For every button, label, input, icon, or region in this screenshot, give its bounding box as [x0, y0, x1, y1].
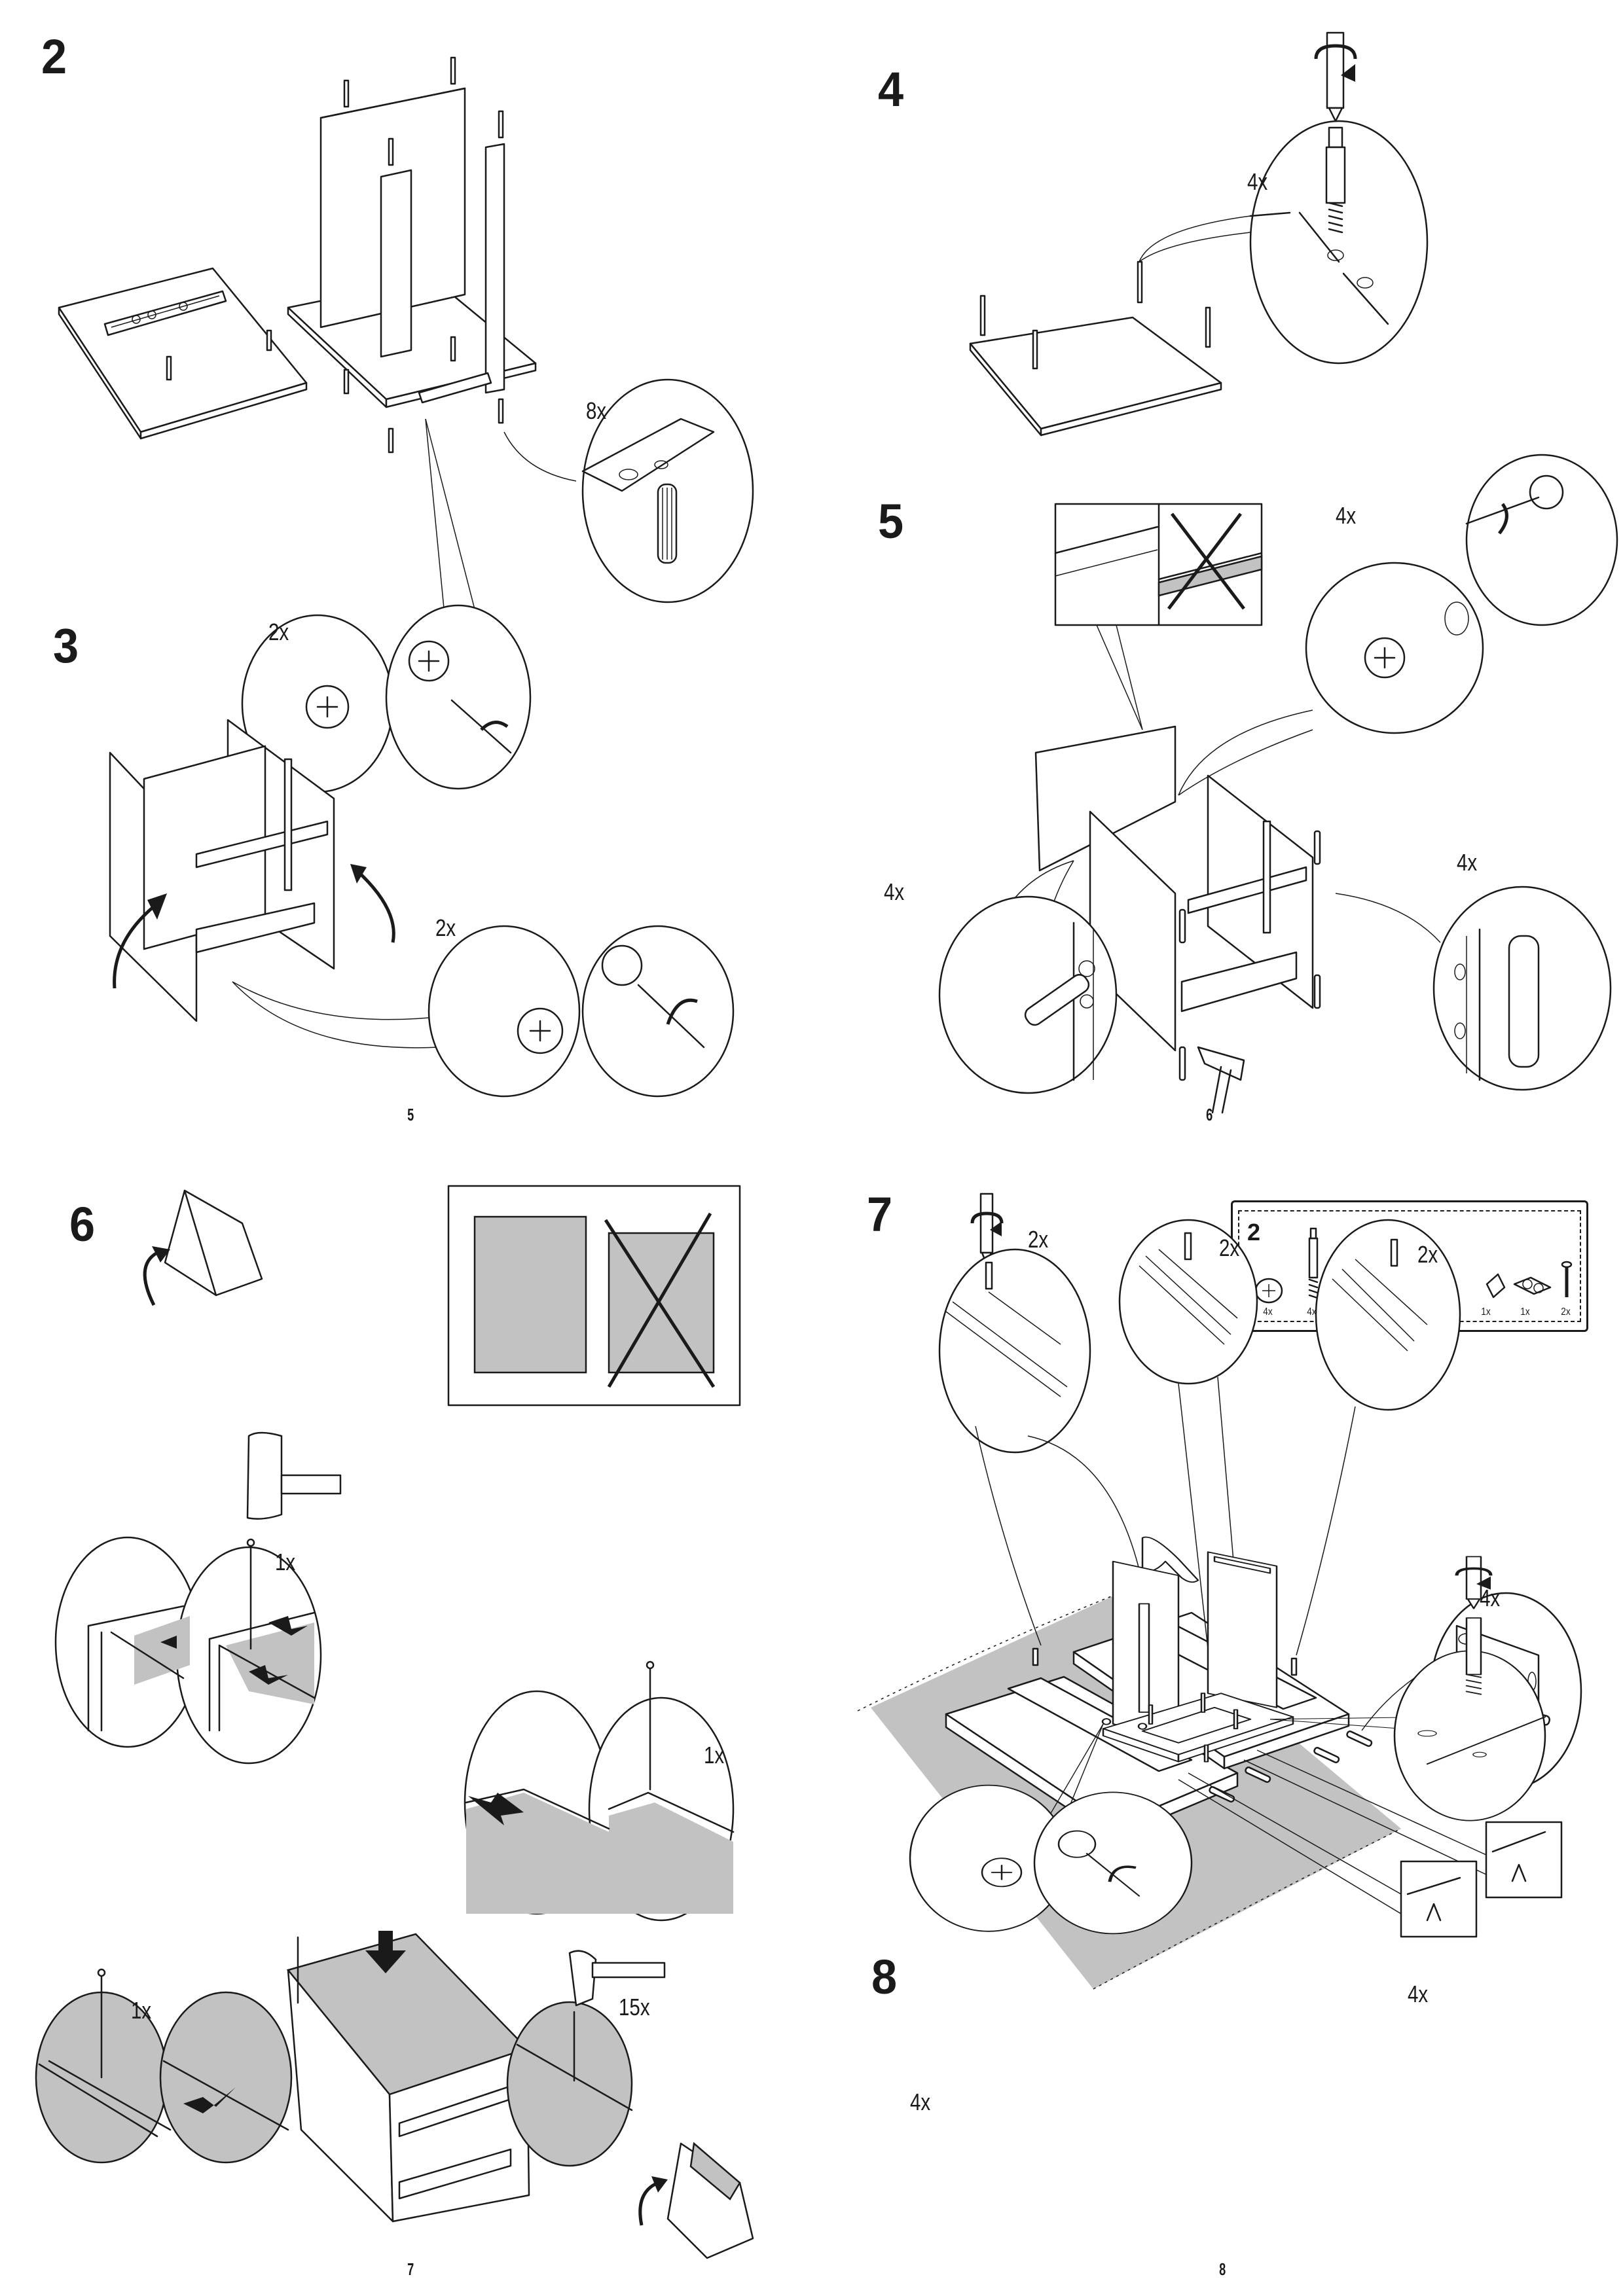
drawer-runner-icon [1313, 830, 1321, 865]
page-5: 2 8x 2x [0, 0, 811, 1148]
step-number-7: 7 [867, 1187, 893, 1242]
drawer-front-panel [1207, 1551, 1278, 1708]
down-arrow-icon [365, 1931, 406, 1973]
step-6-qty-nail-3: 1x [131, 1997, 152, 2024]
page-6: 4 4x 5 [812, 0, 1623, 1148]
wooden-dowel-icon [1024, 974, 1090, 1026]
hw-qty-5: 1x [1481, 1306, 1491, 1318]
step-number-5: 5 [878, 494, 904, 548]
page-number: 6 [1206, 1105, 1213, 1124]
step-number-3: 3 [53, 619, 79, 673]
step-number-6: 6 [69, 1197, 96, 1251]
nail-detail-circle-2 [159, 1991, 293, 2164]
step-6-qty-nail-1: 1x [275, 1549, 296, 1575]
page-number: 8 [1219, 2259, 1226, 2279]
step-6-qty-nail-2: 1x [704, 1742, 725, 1768]
incorrect-cross-icon [604, 1219, 716, 1388]
screwdriver-icon [450, 699, 512, 754]
back-panel [1034, 725, 1176, 872]
side-panel-left [1089, 810, 1176, 1052]
cam-lock-detail-circle [428, 925, 581, 1098]
dowel-detail-circle [938, 895, 1118, 1094]
step-5-illustration [938, 454, 1618, 1114]
step-4-illustration [969, 31, 1429, 437]
step-6-qty-nail-15: 15x [619, 1994, 650, 2020]
page-number: 5 [407, 1105, 414, 1124]
page-7: 6 [0, 1148, 811, 2296]
hw-qty-7: 2x [1561, 1306, 1571, 1318]
page-number: 7 [407, 2259, 414, 2279]
step-2-illustration [58, 56, 754, 793]
cam-lock-icon [1254, 1278, 1283, 1304]
hw-qty-6: 1x [1520, 1306, 1530, 1318]
cam-bolt-icon [1308, 1227, 1319, 1299]
step-8-qty-cam-locks: 4x [910, 2089, 931, 2115]
hw-qty-0: 4x [1263, 1306, 1273, 1318]
step-6-illustration [35, 1185, 754, 2259]
edge-detail-box-2 [1400, 1860, 1478, 1938]
correct-panel [473, 1215, 587, 1374]
step-7-qty-screws-3: 2x [1417, 1241, 1438, 1268]
hammer-icon [568, 1950, 597, 2007]
incorrect-panel [608, 1232, 715, 1374]
page-8: 7 2 4x 4x 4x 4x 6x 1x 1x 2x [812, 1148, 1623, 2296]
hammer-icon [1197, 1046, 1245, 1081]
nail-detail-circle-15x [506, 2001, 633, 2167]
hw-qty-1: 4x [1307, 1306, 1317, 1318]
felt-pads-icon [1513, 1276, 1552, 1295]
step-number-4: 4 [878, 62, 904, 117]
corner-bracket-icon [1486, 1273, 1506, 1299]
rotate-arrow-icon [638, 2181, 659, 2226]
screwdriver-icon [1465, 1556, 1482, 1600]
side-rail-1 [380, 169, 412, 358]
side-rail-2 [484, 143, 505, 394]
rotate-arrow-icon [143, 1251, 158, 1306]
step-3-illustration [109, 719, 735, 1098]
step-2-qty-cam-locks: 2x [268, 619, 289, 645]
step-5-qty-runners: 4x [1457, 849, 1478, 876]
step-5-qty-dowels: 4x [884, 878, 905, 905]
step-number-8: 8 [871, 1950, 898, 2004]
step-5-qty-cam-locks: 4x [1336, 502, 1357, 529]
step-7-qty-screws-1: 2x [1028, 1226, 1049, 1253]
screwdriver-icon [1465, 496, 1540, 525]
top-rail [195, 820, 329, 869]
cam-screwdriver-detail-circle [1033, 1791, 1193, 1935]
edge-detail-box-1 [1485, 1821, 1563, 1899]
bolt-detail-circle [1393, 1650, 1546, 1821]
step-8-illustration [909, 1536, 1546, 1935]
thin-screw-icon [1561, 1261, 1573, 1297]
step-7-qty-screws-2: 2x [1219, 1234, 1240, 1261]
cam-bolt-icon [1465, 1617, 1482, 1676]
screw-detail-circle-1 [938, 1248, 1091, 1454]
bag-number: 2 [1247, 1219, 1261, 1246]
step-8-qty-bolts: 4x [1408, 1981, 1429, 2007]
cam-screwdriver-detail-circle [1465, 454, 1618, 626]
cam-screwdriver-detail-circle [581, 925, 735, 1098]
step-2-qty-dowels: 8x [586, 397, 607, 424]
wooden-dowel-icon [1209, 1786, 1235, 1803]
hammer-icon [246, 1431, 283, 1520]
step-number-2: 2 [41, 29, 67, 84]
step-4-qty-bolts: 4x [1247, 168, 1268, 195]
bolt-detail-circle [1249, 120, 1429, 365]
step-7-qty-dowels: 4x [1480, 1585, 1501, 1611]
incorrect-cross-icon [1171, 512, 1245, 610]
step-3-qty-cam-locks: 2x [435, 914, 456, 941]
cabinet-flip-icon [164, 1189, 263, 1297]
cam-bolt-icon [979, 295, 986, 336]
bottom-rail [195, 902, 316, 954]
bottom-rail [1180, 951, 1298, 1013]
